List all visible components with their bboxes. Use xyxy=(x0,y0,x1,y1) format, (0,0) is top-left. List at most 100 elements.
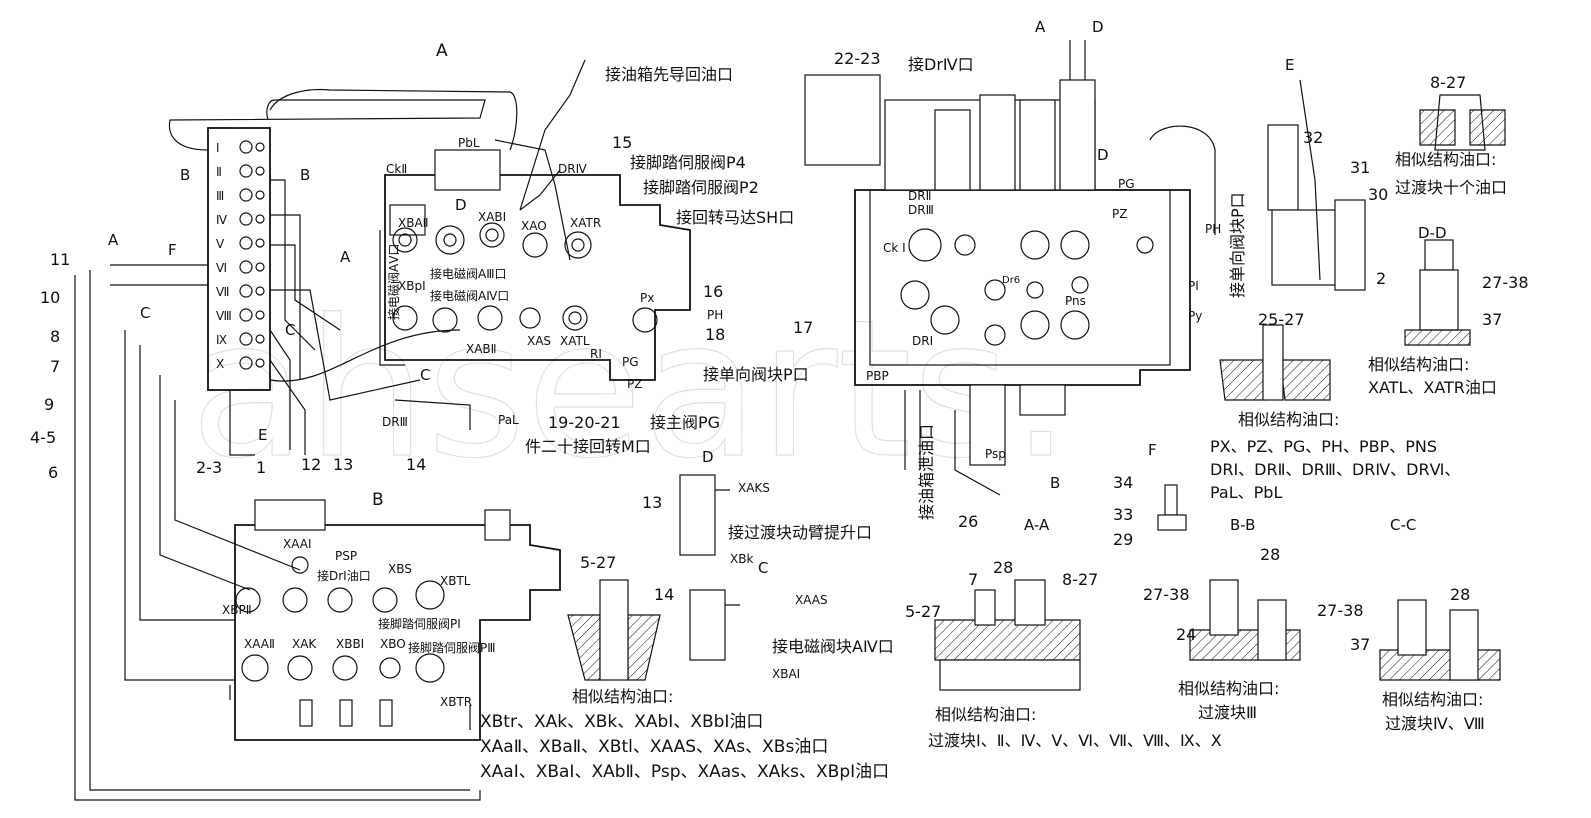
callout-27-38b: 27-38 xyxy=(1143,585,1190,604)
left-piping xyxy=(74,88,518,801)
port-ph-b: PH xyxy=(1205,222,1221,236)
arrow-letter-e1: E xyxy=(258,426,267,444)
callout-main-valve-pg: 接主阀PG xyxy=(650,413,720,432)
port-dr3b: DRⅢ xyxy=(908,203,934,217)
note-similar-3: 相似结构油口: xyxy=(1238,410,1339,429)
callout-2b: 2 xyxy=(1376,269,1386,288)
port-ck2: CkⅡ xyxy=(386,162,407,176)
callout-28b: 28 xyxy=(1260,545,1280,564)
arrow-letter-d3: D xyxy=(1097,146,1109,164)
callout-check-valve-p: 接单向阀块P口 xyxy=(703,365,809,384)
manifold-port xyxy=(255,334,265,344)
port-xatr: XATR xyxy=(570,216,601,230)
manifold-row-label: Ⅹ xyxy=(216,357,224,371)
arrow-letter-a1: A xyxy=(108,231,119,249)
manifold-port xyxy=(239,284,253,298)
arrow-letter-d2: D xyxy=(1092,18,1104,36)
port-xbp1: XBpⅠ xyxy=(398,279,426,293)
port-xab2: XABⅡ xyxy=(466,342,497,356)
manifold-row-label: Ⅳ xyxy=(216,213,227,227)
manifold-port xyxy=(255,214,265,224)
note-transition-4-8: 过渡块Ⅳ、Ⅷ xyxy=(1385,714,1485,733)
port-xbb1: XBBⅠ xyxy=(336,637,364,651)
detail-d-c xyxy=(679,474,740,661)
port-pbp: PBP xyxy=(866,369,889,383)
port-labels: PbL PaL CkⅡ DRⅣ XBAⅡ XABⅠ XAO XATR XBpⅠ … xyxy=(222,136,1221,709)
callout-5-27: 5-27 xyxy=(580,553,616,572)
manifold-port xyxy=(239,260,253,274)
note-similar-4: 相似结构油口: xyxy=(572,687,673,706)
callout-dr4-port: 接DrⅣ口 xyxy=(908,55,974,74)
callout-solenoid-a4b: 接电磁阀AⅣ口 xyxy=(430,288,509,303)
manifold-port xyxy=(255,310,265,320)
port-px: Px xyxy=(640,291,654,305)
arrow-letter-c2: C xyxy=(285,321,295,339)
manifold-row-label: Ⅵ xyxy=(216,261,227,275)
callout-pedal-servo-p4: 接脚踏伺服阀P4 xyxy=(630,153,746,172)
callout-dr1-port: 接DrⅠ油口 xyxy=(317,568,371,583)
port-xao: XAO xyxy=(521,219,547,233)
section-5-27 xyxy=(567,579,661,681)
callout-pedal-servo-p2: 接脚踏伺服阀P2 xyxy=(643,178,759,197)
callout-pedal-p1: 接脚踏伺服阀PⅠ xyxy=(378,616,461,631)
note-similar-1: 相似结构油口: xyxy=(1395,150,1496,169)
arrow-letter-b2: B xyxy=(300,166,310,184)
view-label-d-d: D-D xyxy=(1418,224,1447,242)
callout-2-3: 2-3 xyxy=(196,458,222,477)
port-psp: Psp xyxy=(985,447,1006,461)
manifold-port xyxy=(239,308,253,322)
manifold-row-label: Ⅷ xyxy=(216,309,232,323)
callout-check-valve-p-vertical: 接单向阀块P口 xyxy=(1228,192,1247,298)
note-xb-group-3: XAaⅠ、XBaⅠ、XAbⅡ、Psp、XAas、XAks、XBpⅠ油口 xyxy=(480,762,889,782)
arrow-letter-a3: A xyxy=(1035,18,1046,36)
detail-f xyxy=(1157,484,1187,531)
port-xaa1: XAAⅠ xyxy=(283,537,312,551)
port-xbs: XBS xyxy=(388,562,412,576)
callout-solenoid-a4: 接电磁阀块AⅣ口 xyxy=(772,637,894,656)
note-similar-7: 相似结构油口: xyxy=(1382,690,1483,709)
callout-8: 8 xyxy=(50,327,60,346)
port-xaks: XAKS xyxy=(738,481,770,495)
callout-29: 29 xyxy=(1113,530,1133,549)
manifold-row-label: Ⅴ xyxy=(216,237,225,251)
view-label-c-small: C xyxy=(758,559,768,577)
note-similar-5: 相似结构油口: xyxy=(935,705,1036,724)
arrow-letter-b1: B xyxy=(180,166,190,184)
view-e xyxy=(1267,79,1366,291)
manifold-row-label: Ⅲ xyxy=(216,189,224,203)
manifold-port xyxy=(255,262,265,272)
section-d-d xyxy=(1404,239,1471,346)
note-xb-group-1: XBtr、XAk、XBk、XAbⅠ、XBbⅠ油口 xyxy=(480,712,763,732)
port-xba2: XBAⅡ xyxy=(398,216,429,230)
section-a-a xyxy=(934,579,1081,691)
view-label-b: B xyxy=(372,490,384,510)
port-ck1: Ck Ⅰ xyxy=(883,241,906,255)
callout-1: 1 xyxy=(256,458,266,477)
note-transition-list: 过渡块Ⅰ、Ⅱ、Ⅳ、Ⅴ、Ⅵ、Ⅶ、Ⅷ、Ⅸ、Ⅹ xyxy=(928,731,1222,750)
callout-9: 9 xyxy=(44,395,54,414)
callout-31: 31 xyxy=(1350,158,1370,177)
callout-30: 30 xyxy=(1368,185,1388,204)
view-label-d-small: D xyxy=(702,448,714,466)
note-similar-2: 相似结构油口: xyxy=(1368,355,1469,374)
callout-37b: 37 xyxy=(1350,635,1370,654)
view-a-valve-block xyxy=(379,59,691,381)
callout-7b: 7 xyxy=(968,570,978,589)
manifold-port xyxy=(255,238,265,248)
arrow-letter-a2: A xyxy=(340,248,351,266)
port-pns: Pns xyxy=(1065,294,1086,308)
callout-pedal-p3: 接脚踏伺服阀PⅢ xyxy=(408,640,496,655)
view-label-a-a: A-A xyxy=(1024,516,1050,534)
note-px-group-3: PaL、PbL xyxy=(1210,483,1282,502)
port-xaa2: XAAⅡ xyxy=(244,637,275,651)
port-pz-b: PZ xyxy=(1112,207,1127,221)
port-xbp2: XBPⅡ xyxy=(222,603,252,617)
arrow-letter-d1: D xyxy=(455,196,467,214)
callout-7: 7 xyxy=(50,357,60,376)
port-xaas: XAAS xyxy=(795,593,828,607)
port-dr3: DRⅢ xyxy=(382,415,408,429)
callout-solenoid-a5: 接电磁阀AⅤ口 xyxy=(386,244,401,320)
port-p1: PⅠ xyxy=(1188,279,1199,293)
port-dr6: Dr6 xyxy=(1002,275,1020,286)
